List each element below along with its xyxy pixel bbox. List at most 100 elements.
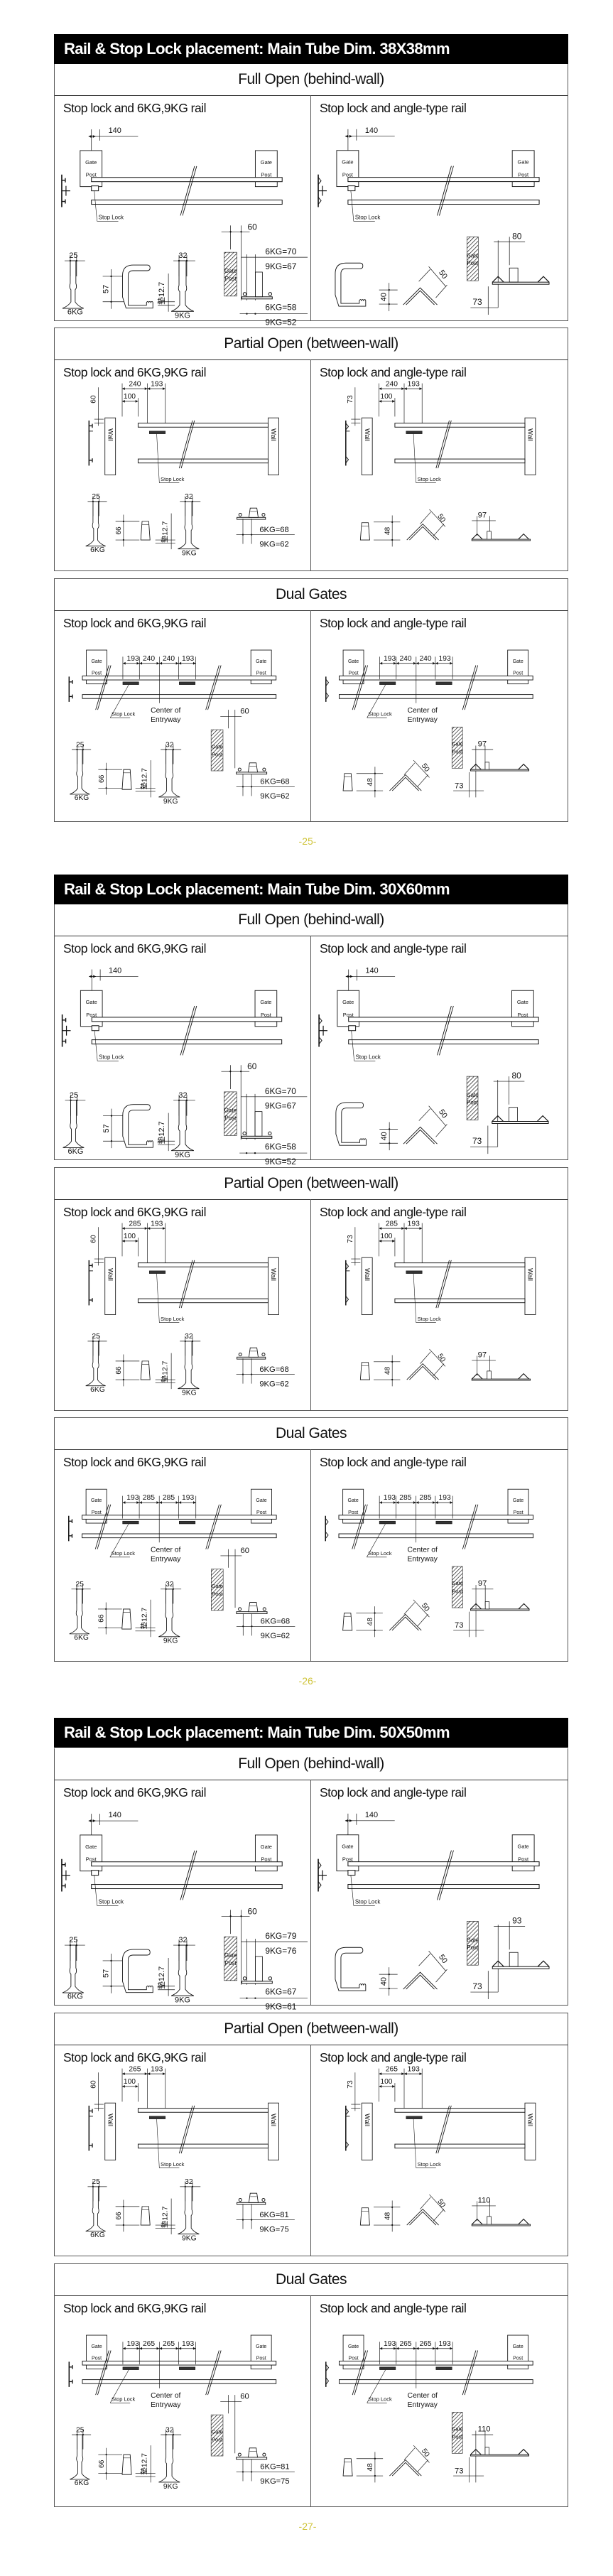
leader-line (367, 2369, 386, 2403)
arrow-head (192, 2347, 196, 2350)
stop-lock-icon (179, 681, 196, 685)
panel-title: Stop lock and angle-type rail (320, 101, 467, 115)
rail-head-icon (242, 292, 247, 296)
wall-label: Wall (270, 1268, 277, 1281)
offset-label: 240 (399, 655, 411, 663)
leader-line (367, 684, 386, 718)
kg9-label: 9KG=62 (259, 1380, 288, 1388)
dimension-line (429, 1348, 446, 1367)
break-mark (180, 420, 195, 469)
kg9-bottom-label: 9KG=52 (265, 1157, 296, 1167)
arrow-head (147, 387, 151, 390)
dimension-tick (69, 259, 72, 262)
rail-bar (82, 694, 277, 699)
rail-9kg-profile-icon (170, 1100, 195, 1152)
rail-head-icon (237, 767, 242, 772)
break-mark (205, 2350, 219, 2396)
arrow-head (135, 1239, 139, 1243)
shim-label: 墊12.7 (156, 282, 166, 305)
panel-title: Stop lock and 6KG,9KG rail (63, 1455, 207, 1469)
leader-line (413, 2118, 417, 2168)
rail-bar (137, 423, 268, 428)
dimension-tick (229, 1915, 232, 1917)
leader-line (94, 1030, 98, 1061)
arrow-head (345, 1819, 348, 1822)
break-mark (95, 2350, 109, 2396)
arrow-head (156, 1501, 160, 1504)
dimension-tick (191, 500, 194, 502)
dimension-tick (110, 1985, 112, 1987)
arrow-head (159, 1501, 162, 1504)
dimension-tick (191, 1340, 194, 1342)
arrow-head (122, 661, 126, 665)
dimension-line (433, 524, 445, 536)
dimension-line (420, 512, 431, 524)
wall-icon (524, 1257, 536, 1315)
rail-bar (91, 1861, 283, 1867)
gate-post-label: Gate (256, 2344, 266, 2349)
offset-label: 240 (143, 655, 155, 663)
section-title: Partial Open (between-wall) (55, 2013, 568, 2045)
stop-lock-label: Stop Lock (418, 476, 441, 482)
center-of-entryway-label: Center of (408, 707, 438, 715)
angle-rail-icon (492, 1960, 550, 1967)
center-of-entryway-label: Center of (151, 2392, 180, 2400)
gate-post-label: Gate (348, 2344, 359, 2349)
stop-lock-icon (406, 2116, 423, 2119)
dimension-label: 48 (367, 778, 374, 786)
section-title: Dual Gates (55, 1418, 568, 1450)
angle-rail-icon (389, 1613, 422, 1631)
gate-post-label: Post (224, 1115, 237, 1122)
dimension-label: 73 (455, 2467, 463, 2475)
arrow-head (345, 134, 348, 138)
gate-post-label: Gate (211, 2428, 222, 2435)
offset-label: 265 (386, 2065, 398, 2073)
leader-line (156, 2118, 160, 2168)
dimension-label: 48 (384, 1366, 391, 1375)
angle-wheel-icon (345, 2108, 349, 2116)
leader-line (109, 1523, 129, 1557)
rail-6kg-profile-icon (63, 1100, 85, 1148)
stop-lock-icon (406, 1270, 423, 1274)
arrow-head (159, 661, 163, 665)
dimension-tick (185, 259, 188, 262)
gate-post-label: Gate (224, 1108, 237, 1114)
arrow-head (413, 661, 416, 665)
stop-lock-block-icon (359, 2207, 370, 2226)
offset-label: 285 (143, 1494, 155, 1502)
gate-post-label: Post (92, 2356, 102, 2361)
arrow-head (394, 661, 396, 665)
panel-title: Stop lock and angle-type rail (320, 2301, 467, 2315)
stop-lock-label: Stop Lock (99, 1054, 124, 1060)
break-mark (180, 1260, 195, 1309)
center-of-entryway-label: Center of (151, 707, 180, 715)
arrow-head (192, 661, 196, 665)
stop-lock-label: Stop Lock (418, 1316, 441, 1322)
dimension-label: 32 (166, 741, 174, 749)
rail-head-icon (237, 2452, 242, 2457)
page-number: -27- (298, 2521, 317, 2532)
arrow-head (139, 1501, 142, 1504)
gate-post-label: Gate (86, 999, 97, 1005)
rail-9kg-label: 9KG (175, 1996, 190, 2005)
leader-line (413, 1273, 417, 1323)
dimension-tick (254, 1997, 256, 1999)
dimension-tick (110, 301, 112, 303)
stop-lock-block-icon (342, 773, 353, 791)
dimension-line (428, 1105, 446, 1126)
dimension-label: 193 (384, 655, 396, 663)
arrow-head (147, 1227, 151, 1230)
gate-post-label: Post (86, 172, 97, 178)
dimension-tick (122, 2205, 124, 2208)
rail-bar (338, 1515, 534, 1520)
rail-9kg-label: 9KG (175, 312, 190, 320)
dimension-tick (388, 1973, 390, 1976)
dimension-tick (388, 303, 390, 305)
panel-title: Stop lock and 6KG,9KG rail (63, 2301, 207, 2315)
arrow-head (419, 387, 423, 390)
dimension-line (418, 1953, 430, 1966)
break-mark (438, 2105, 452, 2154)
